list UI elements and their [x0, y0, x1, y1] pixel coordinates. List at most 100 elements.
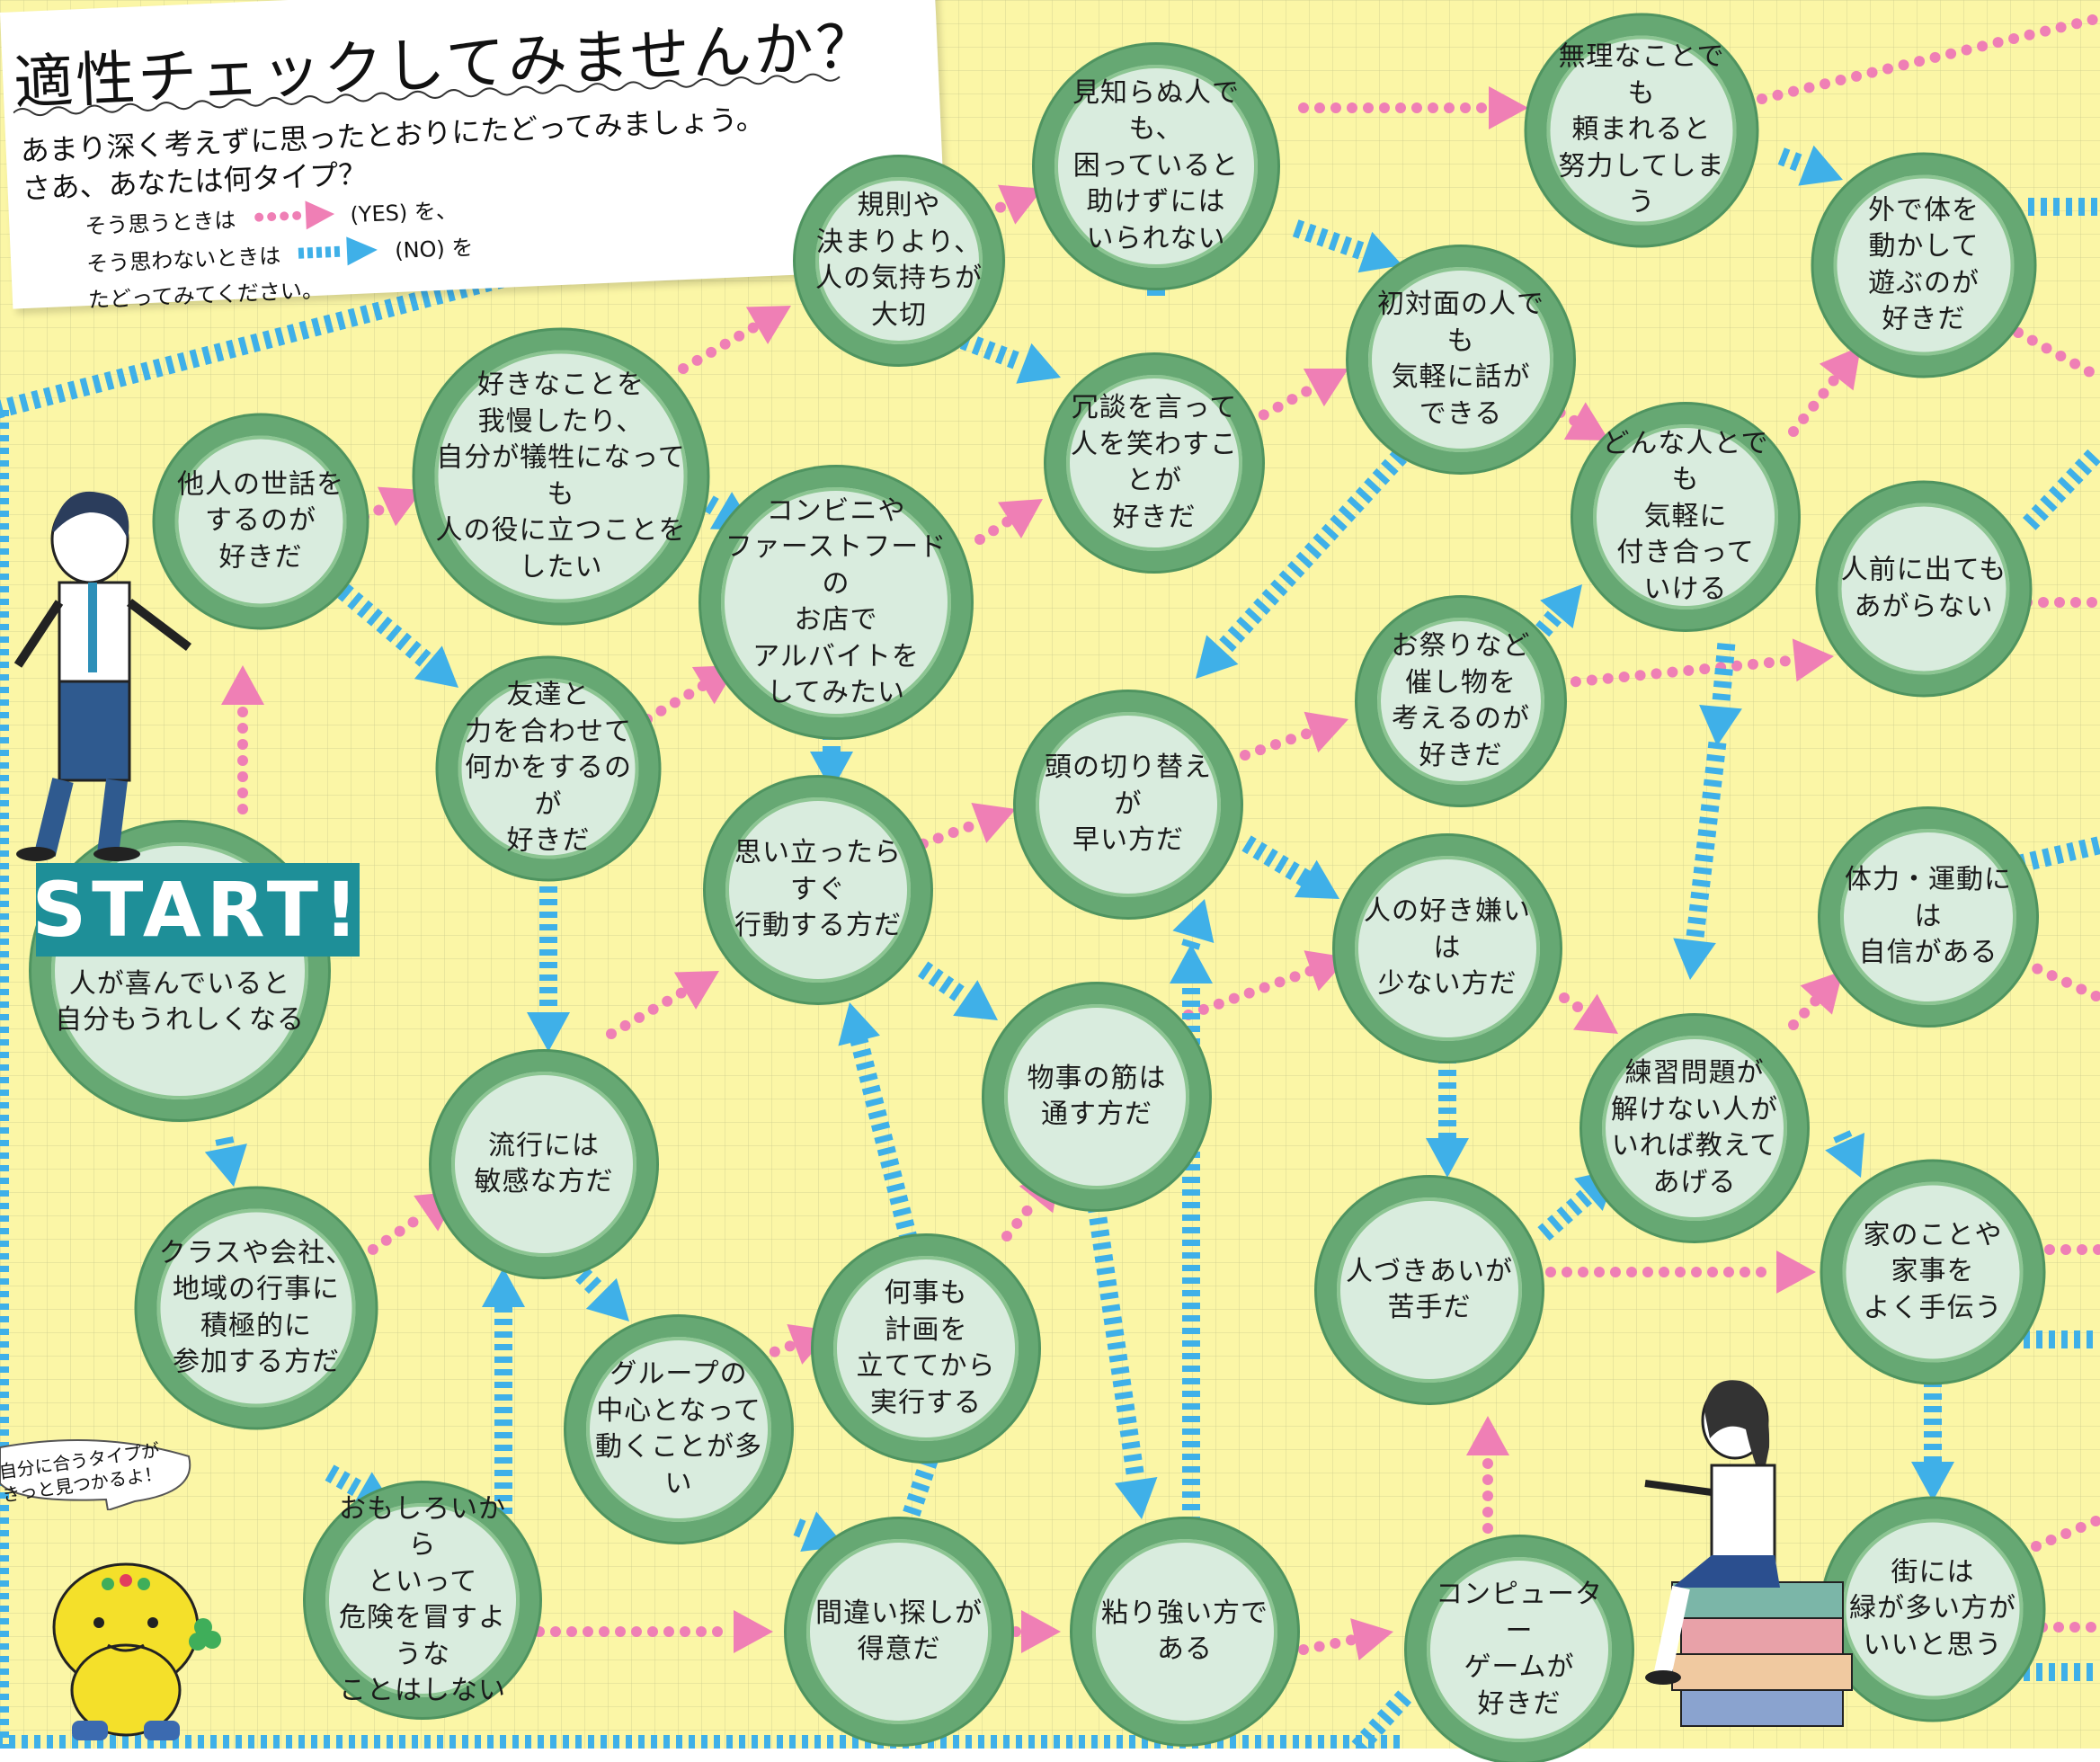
no-arrow — [337, 583, 458, 688]
node-text: 無理なことでも 頼まれると 努力してしまう — [1558, 40, 1725, 218]
no-arrow — [1673, 741, 1727, 980]
yes-arrow — [1554, 638, 1834, 689]
yes-arrow — [2037, 1622, 2096, 1633]
no-arrow — [527, 886, 570, 1052]
start-banner: START! — [32, 863, 360, 957]
yes-arrow — [678, 306, 791, 374]
node-text: 家のことや 家事を よく手伝う — [1863, 1219, 2003, 1324]
question-node: 人前に出ても あがらない — [1818, 483, 2030, 695]
node-text: コンビニや ファーストフードの お店で アルバイトを してみたい — [725, 494, 948, 709]
question-node: 家のことや 家事を よく手伝う — [1822, 1161, 2043, 1383]
yes-arrow — [1010, 1610, 1061, 1653]
question-node: 無理なことでも 頼まれると 努力してしまう — [1526, 15, 1757, 245]
legend-no-before: そう思わないときは — [85, 243, 281, 278]
node-text: おもしろいから といって 危険を冒すような ことはしない — [339, 1492, 506, 1707]
no-arrow — [1777, 145, 1843, 186]
question-node: 好きなことを 我慢したり、 自分が犠牲になっても 人の役に立つことを したい — [414, 330, 707, 623]
node-text: 流行には 敏感な方だ — [474, 1129, 614, 1198]
node-text: グループの 中心となって 動くことが多い — [595, 1358, 762, 1499]
no-arrow — [575, 1268, 629, 1322]
node-text: 練習問題が 解けない人が いれば教えて あげる — [1611, 1057, 1778, 1198]
yes-arrow — [2022, 597, 2097, 608]
no-arrow — [482, 1268, 525, 1514]
question-node: 間違い探しが 得意だ — [787, 1519, 1011, 1744]
question-node: クラスや会社、 地域の行事に 積極的に 参加する方だ — [137, 1188, 376, 1428]
no-arrow — [2024, 1663, 2093, 1681]
node-text: クラスや会社、 地域の行事に 積極的に 参加する方だ — [158, 1237, 354, 1378]
title-underline — [13, 73, 841, 117]
yes-arrow — [1466, 1416, 1509, 1534]
question-node: おもしろいから といって 危険を冒すような ことはしない — [306, 1483, 539, 1717]
no-arrow — [2028, 198, 2097, 216]
question-node: グループの 中心となって 動くことが多い — [566, 1317, 791, 1542]
question-node: 友達と 力を合わせて 何かをするのが 好きだ — [438, 658, 659, 879]
node-text: 規則や 決まりより、 人の気持ちが 大切 — [815, 190, 983, 331]
boy-illustration — [13, 491, 192, 861]
question-node: 人の好き嫌いは 少ない方だ — [1335, 836, 1560, 1061]
yes-arrow — [359, 486, 423, 527]
yes-arrow — [1559, 992, 1618, 1034]
yes-arrow — [2017, 957, 2100, 1001]
yes-arrow — [1298, 1618, 1393, 1661]
yes-arrow — [534, 1610, 773, 1653]
node-text: 粘り強い方で ある — [1101, 1597, 1268, 1666]
yes-arrow — [1240, 711, 1348, 761]
no-arrow — [1241, 835, 1339, 899]
no-arrow-icon — [294, 234, 382, 275]
question-node: 練習問題が 解けない人が いれば教えて あげる — [1582, 1016, 1807, 1241]
node-text: 人前に出ても あがらない — [1840, 554, 2007, 623]
question-node: 規則や 決まりより、 人の気持ちが 大切 — [796, 157, 1002, 364]
no-arrow — [838, 1002, 918, 1242]
legend-yes-after: (YES) を、 — [349, 198, 458, 228]
question-node: お祭りなど 催し物を 考えるのが 好きだ — [1357, 598, 1564, 805]
node-text: 何事も 計画を 立ててから 実行する — [856, 1277, 996, 1419]
yes-arrow — [974, 499, 1043, 545]
question-node: コンピューター ゲームが 好きだ — [1407, 1537, 1632, 1762]
node-text: 人が喜んでいると 自分もうれしくなる — [54, 967, 306, 1037]
no-arrow — [1426, 1057, 1469, 1178]
no-arrow — [918, 961, 998, 1020]
node-text: 間違い探しが 得意だ — [815, 1597, 983, 1666]
no-arrow — [959, 332, 1061, 384]
question-node: 人づきあいが 苦手だ — [1317, 1178, 1542, 1402]
node-text: 街には 緑が多い方が いいと思う — [1849, 1556, 2016, 1661]
question-node: 何事も 計画を 立ててから 実行する — [814, 1236, 1038, 1461]
node-text: 思い立ったら すぐ 行動する方だ — [734, 837, 902, 942]
no-arrow — [0, 410, 9, 1749]
node-text: 冗談を言って 人を笑わすことが 好きだ — [1071, 392, 1238, 533]
question-node: 冗談を言って 人を笑わすことが 好きだ — [1046, 355, 1262, 571]
no-arrow — [0, 1735, 1400, 1749]
speech-bubble — [0, 1439, 191, 1510]
yes-arrow — [2013, 327, 2095, 378]
legend-no: そう思わないときは (NO) を — [85, 229, 474, 284]
no-arrow — [1699, 643, 1742, 746]
mascot-illustration — [52, 1562, 221, 1740]
question-node: 外で体を 動かして 遊ぶのが 好きだ — [1813, 155, 2034, 376]
node-text: 見知らぬ人でも、 困っていると 助けずには いられない — [1072, 76, 1240, 254]
no-arrow — [1196, 449, 1408, 679]
question-node: 物事の筋は 通す方だ — [984, 984, 1209, 1209]
question-node: 粘り強い方で ある — [1072, 1519, 1297, 1744]
node-text: 体力・運動には 自信がある — [1845, 864, 2012, 969]
no-arrow — [1911, 1381, 1954, 1501]
yes-arrow — [1545, 1250, 1816, 1294]
node-text: 外で体を 動かして 遊ぶのが 好きだ — [1868, 194, 1980, 335]
legend-yes-before: そう思うときは — [84, 207, 236, 240]
node-text: 初対面の人でも 気軽に話が できる — [1377, 289, 1544, 430]
node-text: 友達と 力を合わせて 何かをするのが 好きだ — [465, 679, 632, 857]
legend-no-after: (NO) を — [394, 235, 474, 264]
question-node: どんな人とでも 気軽に 付き合って いける — [1573, 405, 1798, 629]
yes-arrow — [1757, 14, 2098, 104]
node-text: 物事の筋は 通す方だ — [1027, 1062, 1167, 1131]
no-arrow — [2024, 1330, 2093, 1348]
no-arrow — [1351, 1690, 1412, 1749]
girl-illustration — [1644, 1380, 1853, 1727]
yes-arrow — [1298, 86, 1528, 129]
question-node: コンビニや ファーストフードの お店で アルバイトを してみたい — [701, 467, 971, 737]
node-text: お祭りなど 催し物を 考えるのが 好きだ — [1391, 630, 1531, 771]
node-text: 他人の世話を するのが 好きだ — [177, 468, 344, 574]
question-node: 見知らぬ人でも、 困っていると 助けずには いられない — [1035, 45, 1277, 288]
no-arrow — [1825, 1130, 1865, 1178]
question-node: 体力・運動には 自信がある — [1820, 809, 2036, 1025]
yes-arrow — [1788, 971, 1843, 1030]
